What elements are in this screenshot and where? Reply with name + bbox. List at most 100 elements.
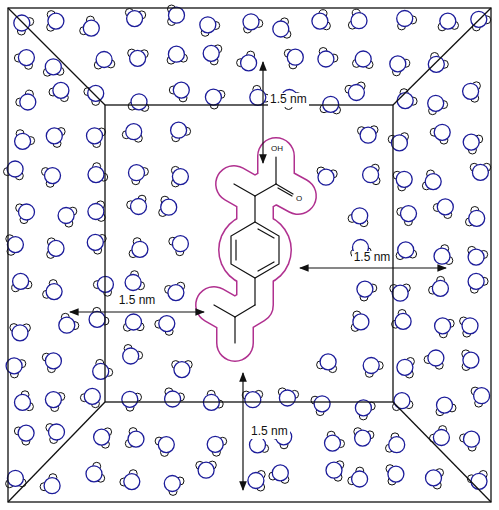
water-molecule <box>429 276 449 296</box>
water-molecule <box>42 168 61 188</box>
water-molecule <box>430 124 450 144</box>
water-molecule <box>390 56 410 76</box>
water-molecule <box>397 358 415 379</box>
water-molecule <box>311 396 330 416</box>
water-molecule <box>471 11 491 31</box>
water-molecule <box>159 196 177 216</box>
water-molecule <box>363 164 380 185</box>
water-molecule <box>42 353 61 373</box>
water-molecule <box>171 166 188 187</box>
water-molecule <box>14 425 34 445</box>
water-molecule <box>203 390 223 410</box>
water-molecule <box>397 11 417 30</box>
water-molecule <box>463 134 483 154</box>
water-molecule <box>424 350 444 369</box>
water-molecule <box>462 350 479 371</box>
water-molecule <box>470 163 491 180</box>
water-molecule <box>388 133 408 151</box>
water-molecule <box>468 273 488 293</box>
water-molecule <box>129 165 149 185</box>
water-molecule <box>466 207 485 227</box>
dimension-label: 1.5 nm <box>352 251 393 265</box>
water-molecule <box>317 167 337 185</box>
water-molecule <box>243 14 263 33</box>
water-molecule <box>435 318 455 338</box>
water-molecule <box>155 437 174 457</box>
water-molecule <box>348 208 368 227</box>
water-molecule <box>463 82 481 102</box>
box-edges <box>8 8 491 502</box>
water-molecule <box>123 314 144 331</box>
water-molecules <box>4 5 491 495</box>
water-molecule <box>436 397 456 416</box>
water-molecule <box>125 428 144 448</box>
water-molecule <box>351 311 369 331</box>
water-molecule <box>205 89 225 109</box>
water-molecule <box>128 94 149 112</box>
water-molecule <box>422 170 441 190</box>
water-molecule <box>80 388 100 407</box>
water-molecule <box>242 390 263 407</box>
water-molecule <box>47 238 64 259</box>
water-molecule <box>355 400 375 420</box>
water-molecule <box>426 469 444 489</box>
water-molecule <box>386 465 404 485</box>
water-molecule <box>123 345 143 365</box>
water-molecule <box>345 82 365 101</box>
water-molecule <box>318 48 338 68</box>
water-molecule <box>94 52 115 70</box>
water-molecule <box>87 128 106 148</box>
water-molecule <box>357 281 377 301</box>
water-molecule <box>196 461 217 478</box>
water-molecule <box>45 392 64 412</box>
water-molecule <box>460 317 478 337</box>
water-molecule <box>460 431 480 451</box>
water-molecule <box>88 201 105 222</box>
water-molecule <box>86 462 105 482</box>
water-molecule <box>317 354 337 373</box>
water-molecule <box>250 85 270 105</box>
water-molecule <box>120 470 140 490</box>
water-molecule <box>49 82 69 101</box>
water-molecule <box>14 50 34 70</box>
ibuprofen-skeleton <box>214 157 293 343</box>
water-molecule <box>6 358 26 378</box>
water-molecule <box>471 387 490 407</box>
water-molecule <box>58 207 77 227</box>
water-molecule <box>363 358 383 378</box>
water-molecule <box>84 85 104 105</box>
water-molecule <box>46 128 65 148</box>
water-molecule <box>80 16 100 36</box>
water-molecule <box>248 471 265 492</box>
water-molecule <box>127 195 147 214</box>
atom-label: O <box>295 194 303 203</box>
dimension-label: 1.5 nm <box>268 93 309 107</box>
water-molecule <box>4 161 24 180</box>
water-molecule <box>325 431 345 451</box>
water-molecule <box>167 46 187 64</box>
water-molecule <box>15 130 35 150</box>
water-molecule <box>46 424 65 444</box>
water-molecule <box>203 45 222 65</box>
dimension-arrows <box>70 62 446 490</box>
water-molecule <box>434 245 453 265</box>
water-molecule <box>93 359 113 379</box>
water-molecule <box>16 204 35 224</box>
water-molecule <box>16 90 36 110</box>
water-molecule <box>14 15 34 35</box>
water-molecule <box>433 199 453 219</box>
water-molecule <box>468 246 488 265</box>
water-molecule <box>12 273 32 291</box>
water-molecule <box>354 428 374 446</box>
water-molecule <box>207 436 227 456</box>
dimension-label: 1.5 nm <box>249 425 290 439</box>
water-molecule <box>89 307 109 327</box>
water-molecule <box>40 474 60 494</box>
water-molecule <box>273 18 291 38</box>
water-molecule <box>169 236 189 256</box>
water-molecule <box>278 388 298 406</box>
water-molecule <box>393 171 412 191</box>
water-molecule <box>438 13 458 31</box>
water-molecule <box>326 461 344 481</box>
water-molecule <box>269 465 289 484</box>
